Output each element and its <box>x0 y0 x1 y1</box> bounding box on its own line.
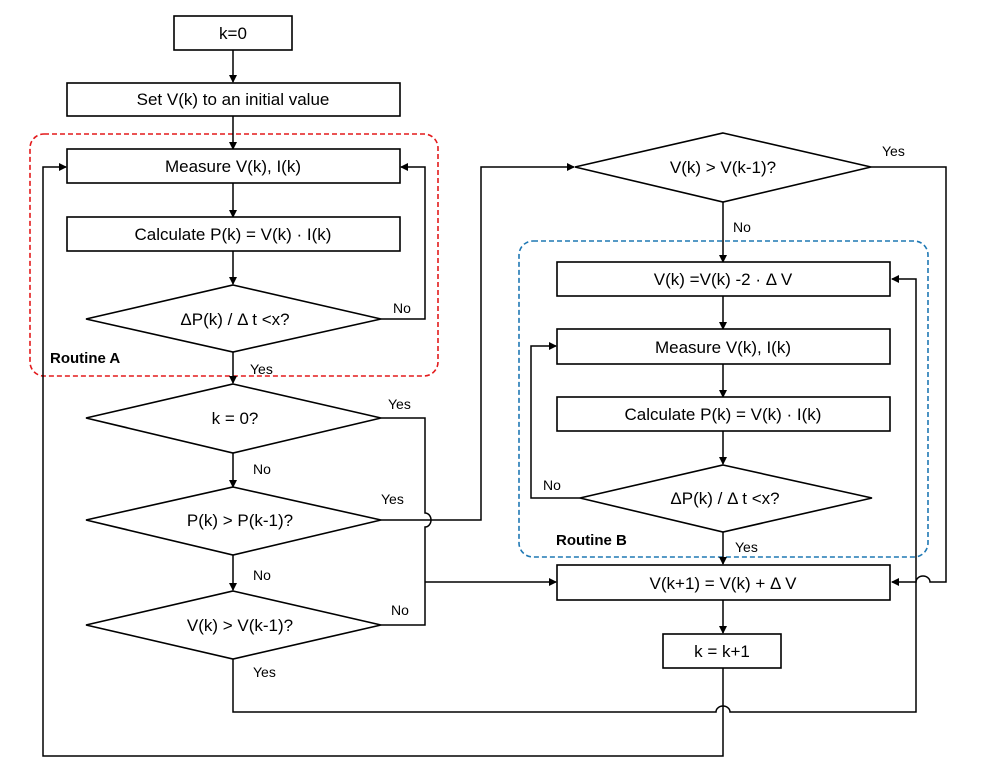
edge-label-k0-yes: Yes <box>388 396 411 412</box>
edge-label-vleft-yes: Yes <box>253 664 276 680</box>
calc-a-box <box>66 216 401 252</box>
set-v-text: Set V(k) to an initial value <box>137 90 330 109</box>
routine-b-border <box>518 240 929 558</box>
edge-label-b-yes: Yes <box>735 539 758 555</box>
routine-b-label: Routine B <box>556 532 627 549</box>
cond-v-left-diamond <box>85 590 382 660</box>
cond-v-right-diamond <box>574 132 872 203</box>
cond-k0-diamond <box>85 383 382 454</box>
cond-a-text: ΔP(k) / Δ t <x? <box>180 310 289 329</box>
edge-label-vright-no: No <box>733 219 751 235</box>
routine-a-label: Routine A <box>50 350 120 367</box>
edge-label-b-no: No <box>543 477 561 493</box>
edge-label-vleft-no: No <box>391 602 409 618</box>
k-inc-box <box>662 633 782 669</box>
edge-label-a-no: No <box>393 300 411 316</box>
v-dec-text: V(k) =V(k) -2 · Δ V <box>654 270 793 289</box>
v-inc-text: V(k+1) = V(k) + Δ V <box>650 574 798 593</box>
calc-b-box <box>556 396 891 432</box>
cond-a-diamond <box>85 284 382 353</box>
calc-a-text: Calculate P(k) = V(k) · I(k) <box>135 225 332 244</box>
calc-b-text: Calculate P(k) = V(k) · I(k) <box>625 405 822 424</box>
edge-label-a-yes: Yes <box>250 361 273 377</box>
cond-v-left-text: V(k) > V(k-1)? <box>187 616 293 635</box>
edge-label-p-yes: Yes <box>381 491 404 507</box>
k-inc-text: k = k+1 <box>694 642 750 661</box>
measure-a-text: Measure V(k), I(k) <box>165 157 301 176</box>
cond-p-diamond <box>85 486 382 556</box>
v-inc-box <box>556 564 891 601</box>
edge-label-k0-no: No <box>253 461 271 477</box>
set-v-box <box>66 82 401 117</box>
k-init-text: k=0 <box>219 24 247 43</box>
measure-b-text: Measure V(k), I(k) <box>655 338 791 357</box>
cond-v-right-text: V(k) > V(k-1)? <box>670 158 776 177</box>
v-dec-box <box>556 261 891 297</box>
cond-p-text: P(k) > P(k-1)? <box>187 511 293 530</box>
k-init-box <box>173 15 293 51</box>
edge-label-p-no: No <box>253 567 271 583</box>
cond-k0-text: k = 0? <box>212 409 259 428</box>
cond-b-text: ΔP(k) / Δ t <x? <box>670 489 779 508</box>
connectors <box>42 50 947 757</box>
edge-label-vright-yes: Yes <box>882 143 905 159</box>
measure-a-box <box>66 148 401 184</box>
measure-b-box <box>556 328 891 365</box>
cond-b-diamond <box>579 464 873 533</box>
